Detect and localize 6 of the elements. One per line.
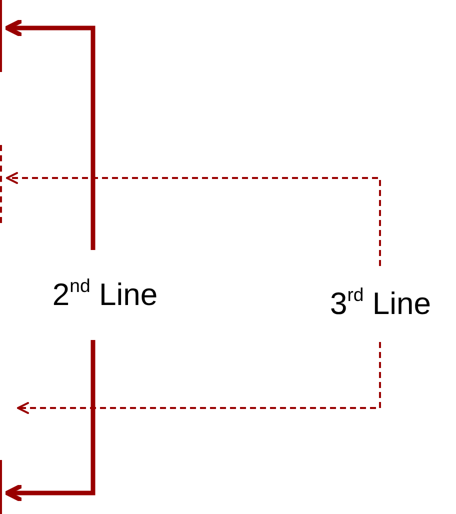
- arrow: [4, 19, 96, 250]
- line-label: 2$^{nd}$ Line: [52, 277, 158, 313]
- line-label: 3$^{rd}$ Line: [330, 286, 432, 322]
- arrow: [4, 340, 96, 502]
- arrow: [6, 172, 381, 266]
- arrow: [17, 342, 381, 414]
